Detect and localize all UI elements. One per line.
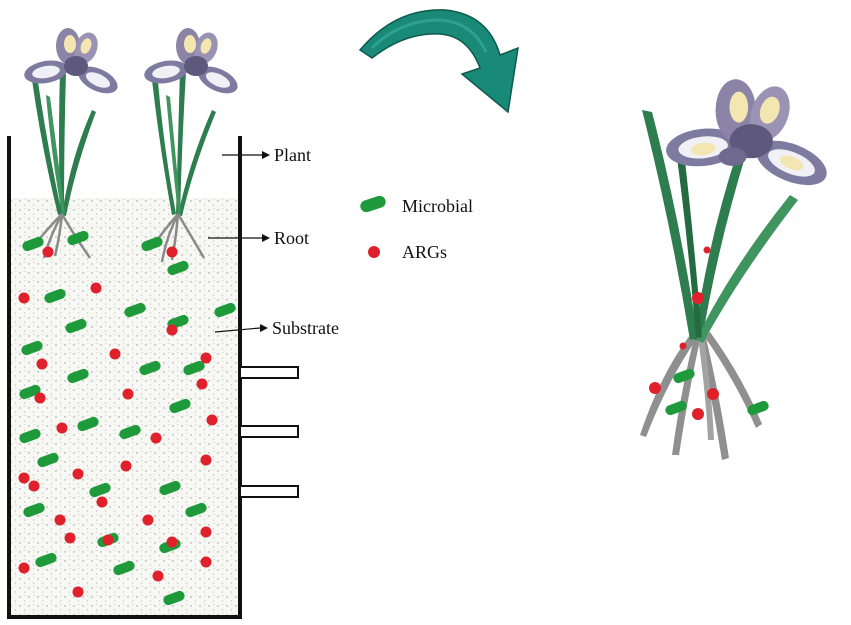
arg-dot-icon [200, 454, 212, 466]
arg-dot-icon [56, 422, 68, 434]
arg-dot-icon [679, 342, 687, 350]
microbe-icon [37, 452, 59, 468]
microbe-icon [139, 360, 161, 376]
microbe-icon [35, 552, 57, 568]
outlet-pipe-1 [239, 366, 299, 379]
arg-dot-icon [200, 352, 212, 364]
arg-dot-icon [142, 514, 154, 526]
arg-dot-icon [18, 472, 30, 484]
arg-dot-icon [102, 534, 114, 546]
iris-flower-icon [666, 79, 827, 186]
arg-dot-icon [109, 348, 121, 360]
substrate-particles [18, 230, 236, 606]
arg-dot-icon [28, 480, 40, 492]
iris-flower-icon [144, 28, 238, 94]
arg-dot-icon [34, 392, 46, 404]
microbe-icon [23, 502, 45, 518]
plant-1-leaves [32, 70, 96, 216]
enlarged-plant-particles [649, 246, 769, 420]
enlarged-plant-leaves [642, 110, 798, 343]
microbe-icon [159, 480, 181, 496]
arg-dot-icon [703, 246, 711, 254]
microbe-icon [673, 368, 695, 384]
arg-dot-icon [72, 468, 84, 480]
arg-dot-icon [692, 292, 704, 304]
arg-dot-icon [166, 246, 178, 258]
microbe-icon [89, 482, 111, 498]
arg-dot-icon [18, 562, 30, 574]
root-label-group: Root [208, 228, 309, 248]
microbe-icon [77, 416, 99, 432]
plant-label: Plant [274, 145, 311, 165]
curved-arrow-icon [358, 9, 519, 114]
arg-dot-icon [120, 460, 132, 472]
plant-label-group: Plant [222, 145, 311, 165]
arg-dot-icon [72, 586, 84, 598]
microbe-icon [21, 340, 43, 356]
microbe-icon [22, 236, 44, 252]
microbe-icon [65, 318, 87, 334]
legend-args-label: ARGs [402, 242, 447, 262]
enlarged-plant [640, 79, 827, 460]
legend-microbial-icon [360, 195, 386, 213]
microbe-icon [665, 400, 687, 416]
arg-dot-icon [42, 246, 54, 258]
arg-dot-icon [196, 378, 208, 390]
substrate-fill [9, 198, 240, 616]
microbe-icon [163, 590, 185, 606]
microbe-icon [19, 428, 41, 444]
plant-1 [24, 28, 118, 259]
microbe-icon [747, 400, 769, 416]
microbe-icon [214, 302, 236, 318]
arg-dot-icon [150, 432, 162, 444]
arg-dot-icon [152, 570, 164, 582]
microbe-icon [19, 384, 41, 400]
arg-dot-icon [692, 408, 704, 420]
microbe-icon [44, 288, 66, 304]
microbe-icon [167, 260, 189, 276]
microbe-icon [124, 302, 146, 318]
microbe-icon [141, 236, 163, 252]
microbe-icon [67, 230, 89, 246]
arg-dot-icon [206, 414, 218, 426]
legend: Microbial ARGs [360, 195, 473, 262]
microbe-icon [183, 360, 205, 376]
arg-dot-icon [200, 556, 212, 568]
arg-dot-icon [96, 496, 108, 508]
enlarged-plant-roots [640, 332, 762, 460]
arg-dot-icon [649, 382, 661, 394]
microbe-icon [169, 398, 191, 414]
outlet-pipe-2 [239, 425, 299, 438]
plant-2-leaves [152, 70, 216, 216]
arg-dot-icon [166, 536, 178, 548]
arg-dot-icon [54, 514, 66, 526]
legend-microbial-label: Microbial [402, 196, 473, 216]
microbe-icon [113, 560, 135, 576]
microbe-icon [119, 424, 141, 440]
plant-2 [144, 28, 238, 263]
microbe-icon [185, 502, 207, 518]
arg-dot-icon [707, 388, 719, 400]
arg-dot-icon [36, 358, 48, 370]
arg-dot-icon [166, 324, 178, 336]
substrate-label: Substrate [272, 318, 339, 338]
arg-dot-icon [200, 526, 212, 538]
arg-dot-icon [64, 532, 76, 544]
outlet-pipe-3 [239, 485, 299, 498]
arg-dot-icon [90, 282, 102, 294]
microbe-icon [67, 368, 89, 384]
substrate-label-group: Substrate [214, 318, 339, 338]
iris-flower-icon [24, 28, 118, 94]
root-label: Root [274, 228, 309, 248]
legend-args-icon [368, 246, 380, 258]
outlet-pipes [239, 366, 299, 498]
arg-dot-icon [122, 388, 134, 400]
arg-dot-icon [18, 292, 30, 304]
